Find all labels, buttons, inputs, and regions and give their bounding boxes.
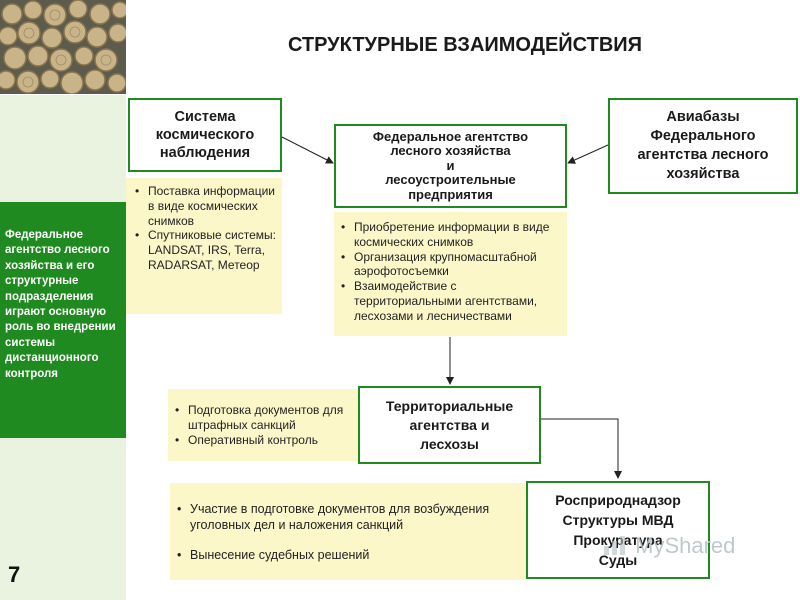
list-item: Вынесение судебных решений: [177, 547, 522, 563]
page-number: 7: [8, 562, 21, 587]
federal-notes: Приобретение информации в виде космическ…: [334, 212, 567, 336]
list-item: Участие в подготовке документов для возб…: [177, 501, 522, 533]
territorial-notes: Подготовка документов для штрафных санкц…: [168, 389, 358, 461]
list-item: Взаимодействие с территориальными агентс…: [341, 279, 563, 323]
space-notes: Поставка информации в виде космических с…: [126, 178, 282, 314]
left-info-panel: Федеральное агентство лесного хозяйства …: [0, 202, 126, 438]
list-item: Поставка информации в виде космических с…: [135, 184, 278, 228]
list-item: Приобретение информации в виде космическ…: [341, 220, 563, 250]
list-item: Подготовка документов для штрафных санкц…: [175, 403, 354, 433]
watermark: MyShared: [603, 533, 735, 559]
watermark-text: MyShared: [635, 533, 736, 558]
logs-photo: [0, 0, 126, 94]
watermark-logo-icon: [604, 536, 625, 555]
page-title: СТРУКТУРНЫЕ ВЗАИМОДЕЙСТВИЯ: [287, 34, 643, 56]
list-item: Оперативный контроль: [175, 433, 354, 448]
rosprirod-notes: Участие в подготовке документов для возб…: [170, 483, 526, 580]
list-item: Спутниковые системы: LANDSAT, IRS, Terra…: [135, 228, 278, 272]
left-info-text: Федеральное агентство лесного хозяйства …: [5, 229, 116, 380]
list-item: Организация крупномасштабной аэрофотосъе…: [341, 250, 563, 280]
